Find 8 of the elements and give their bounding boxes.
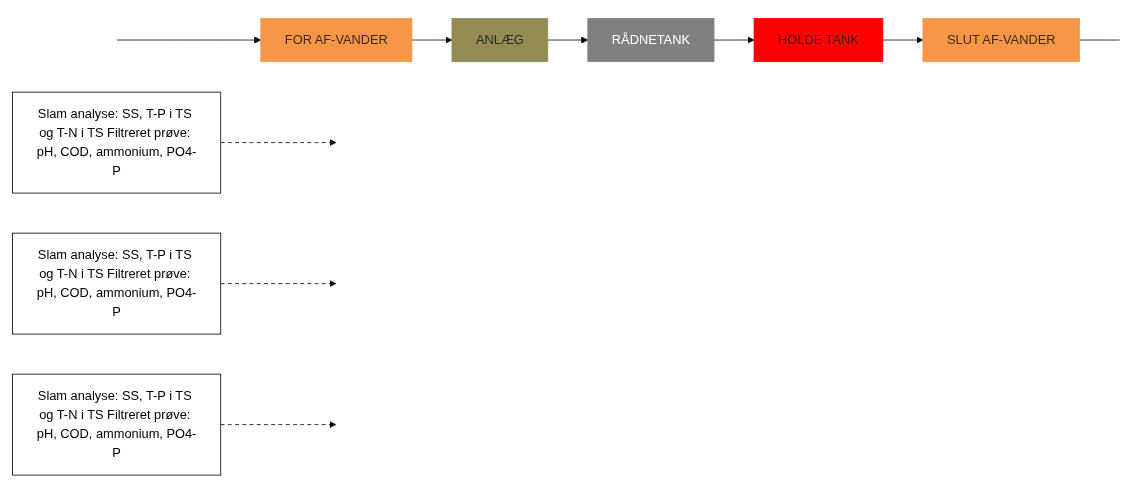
node-box: Slam analyse: SS, T-P i TS og T-N i TS Filtreret prøve: pH, COD, ammonium, PO4-P: [12, 233, 222, 335]
node-box: ANLÆG: [451, 18, 549, 63]
node-box: FOR AF-VANDER: [260, 18, 413, 63]
node-box: Slam analyse: SS, T-P i TS og T-N i TS Filtreret prøve: pH, COD, ammonium, PO4-P: [12, 374, 222, 476]
node-box: RÅDNETANK: [587, 18, 715, 63]
node-box: HOLDE TANK: [753, 18, 884, 63]
node-box: Slam analyse: SS, T-P i TS og T-N i TS Filtreret prøve: pH, COD, ammonium, PO4-P: [12, 91, 222, 194]
node-box: SLUT AF-VANDER: [922, 18, 1080, 63]
